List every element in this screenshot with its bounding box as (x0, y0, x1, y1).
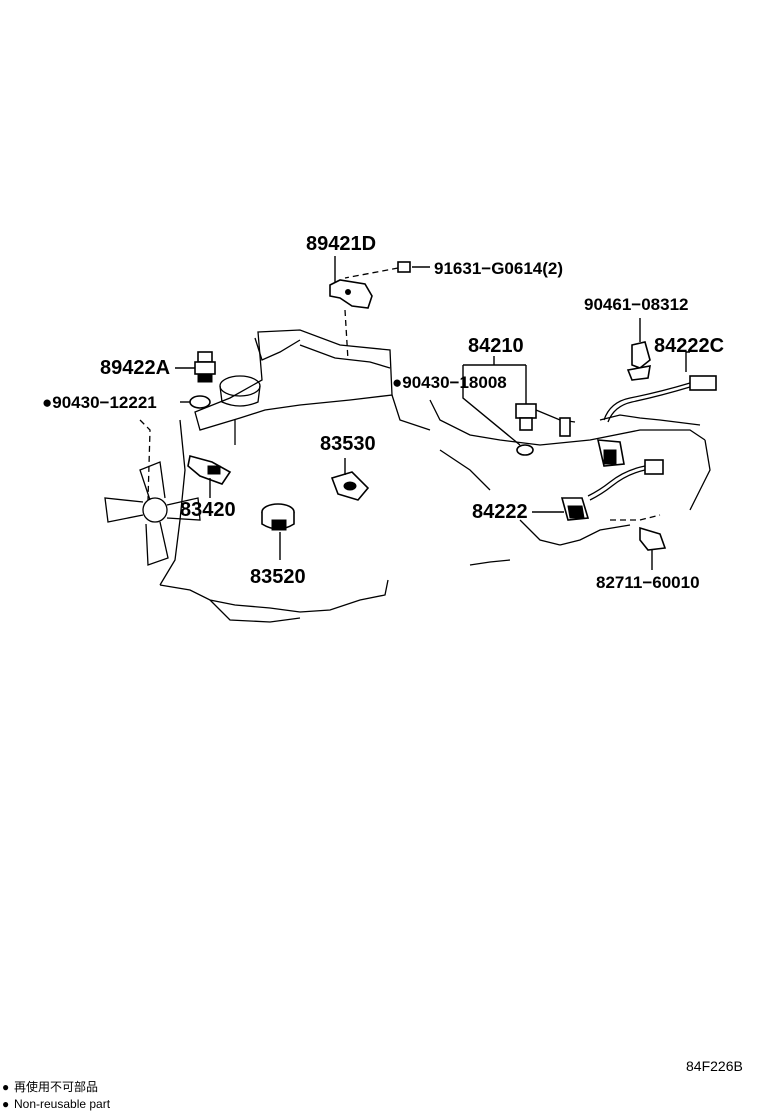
bracket-icon (639, 526, 667, 570)
clip-icon (626, 318, 651, 381)
part-label-84222[interactable]: 84222 (472, 501, 528, 523)
washer-icon (189, 395, 211, 409)
legend: ● 再使用不可部品 ● Non-reusable part (2, 1079, 111, 1111)
cooling-fan-icon (104, 461, 201, 566)
part-label-91631-G0614[interactable]: 91631−G0614(2) (434, 259, 563, 278)
legend-marker-2: ● (2, 1097, 9, 1111)
switch-icon (462, 356, 576, 456)
legend-marker: ● (2, 1080, 9, 1094)
engine-outline (104, 309, 711, 623)
legend-text-jp: 再使用不可部品 (14, 1079, 98, 1094)
part-label-83420[interactable]: 83420 (180, 499, 236, 521)
part-label-89421D[interactable]: 89421D (306, 233, 376, 255)
legend-text-en: Non-reusable part (14, 1097, 111, 1111)
part-label-82711-60010[interactable]: 82711−60010 (596, 573, 700, 592)
part-icons (175, 256, 717, 570)
knock-sensor-icon (175, 351, 216, 383)
oil-pressure-sensor-icon (261, 503, 295, 560)
oxygen-sensor-2-icon (532, 459, 664, 521)
part-label-83520[interactable]: 83520 (250, 566, 306, 588)
part-label-90461-08312[interactable]: 90461−08312 (584, 295, 688, 314)
part-label-90430-18008[interactable]: ●90430−18008 (392, 373, 507, 392)
part-label-84222C[interactable]: 84222C (654, 335, 724, 357)
part-label-90430-12221[interactable]: ●90430−12221 (42, 393, 157, 412)
pressure-switch-icon (330, 458, 370, 501)
cam-position-sensor-icon (329, 256, 373, 309)
oxygen-sensor-icon (596, 351, 717, 467)
part-label-83530[interactable]: 83530 (320, 433, 376, 455)
temp-sensor-icon (187, 455, 232, 498)
part-label-84210[interactable]: 84210 (468, 335, 524, 357)
diagram-code: 84F226B (686, 1058, 743, 1074)
bolt-icon (344, 261, 430, 279)
part-label-89422A[interactable]: 89422A (100, 357, 170, 379)
